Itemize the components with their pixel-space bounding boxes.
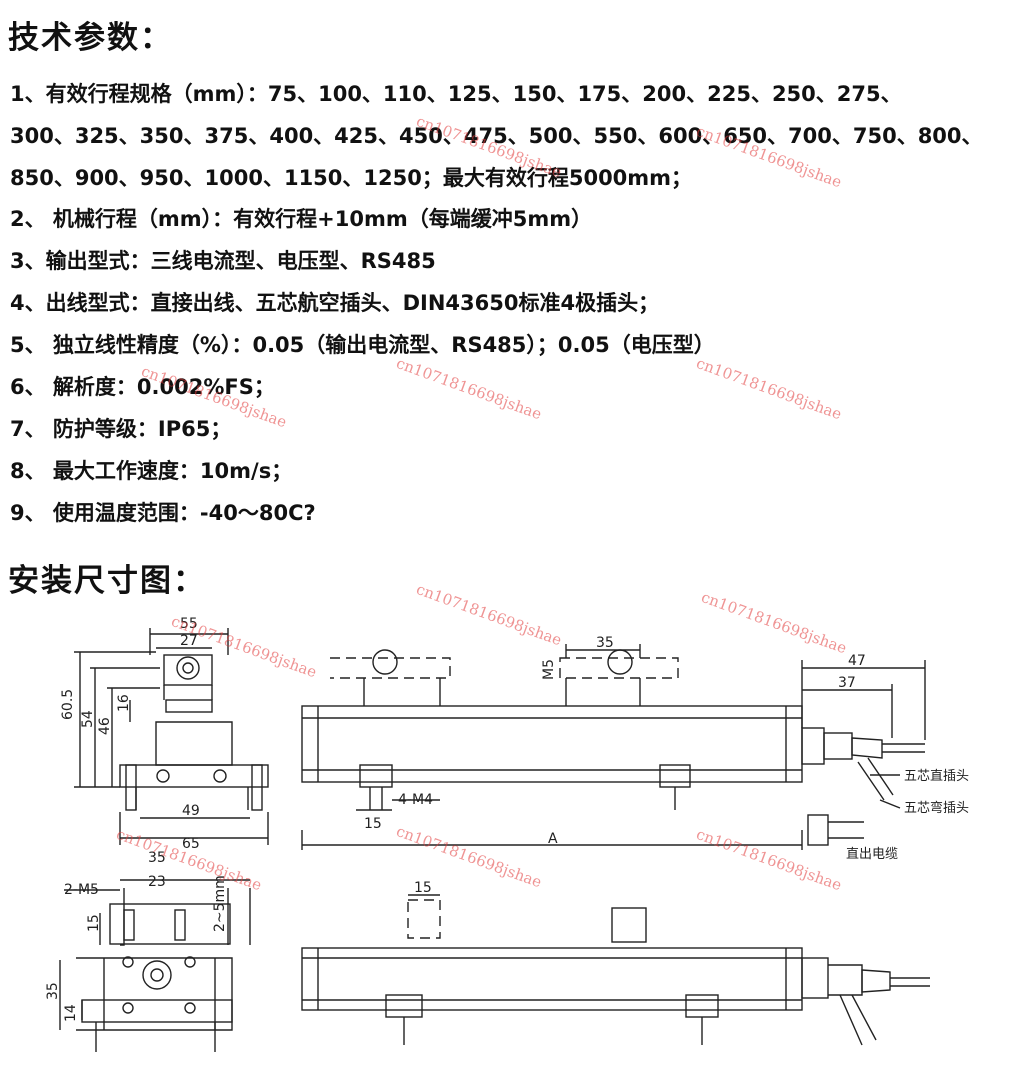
dim-2-m5: 2-M5: [64, 882, 99, 898]
dim-54: 54: [80, 710, 96, 728]
dim-4-m4: 4-M4: [398, 792, 433, 808]
dim-60-5: 60.5: [60, 689, 76, 720]
dim-2-5mm: 2~5mm: [212, 875, 228, 932]
connector-labels: 五芯直插头 五芯弯插头 直出电缆: [846, 769, 969, 862]
dim-49: 49: [182, 803, 200, 819]
dim-14: 14: [63, 1004, 79, 1022]
dim-15-a: 15: [364, 816, 382, 832]
dim-27: 27: [180, 633, 198, 649]
dim-23: 23: [148, 874, 166, 890]
label-plug-straight: 五芯直插头: [904, 769, 969, 784]
spec-line-5: 5、 独立线性精度（%）：0.05（输出电流型、RS485）；0.05（电压型）: [10, 333, 715, 357]
side-view-top: [301, 644, 926, 850]
dim-47: 47: [848, 653, 866, 669]
dim-15-c: 15: [414, 880, 432, 896]
spec-line-7: 7、 防护等级：IP65；: [10, 417, 232, 441]
end-view-bottom: [59, 879, 251, 1052]
spec-line-8: 8、 最大工作速度：10m/s；: [10, 459, 293, 483]
specs-title: 技术参数：: [8, 20, 173, 56]
installation-drawing: 55 27 60.5 54 46 16 49 65 35 M5 47 37 4-…: [45, 616, 969, 1052]
dim-46: 46: [97, 717, 113, 735]
dim-35-bot: 35: [45, 982, 61, 1000]
side-view-bottom: [301, 894, 930, 1046]
spec-line-9: 9、 使用温度范围：-40～80C?: [10, 501, 316, 525]
spec-line-2: 2、 机械行程（mm）：有效行程+10mm（每端缓冲5mm）: [10, 207, 593, 231]
dim-m5-top: M5: [541, 659, 557, 680]
spec-line-1b: 300、325、350、375、400、425、450、475、500、550、…: [10, 124, 983, 148]
dim-55: 55: [180, 616, 198, 632]
dimension-labels: 55 27 60.5 54 46 16 49 65 35 M5 47 37 4-…: [45, 616, 866, 1022]
watermark: cn1071816698jshae: [393, 354, 545, 424]
dim-35-end: 35: [148, 850, 166, 866]
spec-line-6: 6、 解析度：0.002%FS；: [10, 375, 275, 399]
spec-line-4: 4、出线型式：直接出线、五芯航空插头、DIN43650标准4极插头；: [10, 291, 660, 315]
spec-line-3: 3、输出型式：三线电流型、电压型、RS485: [10, 249, 436, 273]
install-title: 安装尺寸图：: [8, 563, 206, 599]
dim-a: A: [548, 831, 558, 847]
dim-16: 16: [116, 694, 132, 712]
spec-line-1: 1、有效行程规格（mm）：75、100、110、125、150、175、200、…: [10, 82, 902, 106]
label-direct-cable: 直出电缆: [846, 846, 898, 862]
label-plug-elbow: 五芯弯插头: [904, 800, 969, 816]
dim-15-b: 15: [86, 914, 102, 932]
front-view-top: [74, 628, 269, 845]
dim-65: 65: [182, 836, 200, 852]
dim-35-top: 35: [596, 635, 614, 651]
watermark: cn1071816698jshae: [693, 354, 845, 424]
spec-line-1c: 850、900、950、1000、1150、1250；最大有效行程5000mm；: [10, 166, 693, 190]
dim-37: 37: [838, 675, 856, 691]
